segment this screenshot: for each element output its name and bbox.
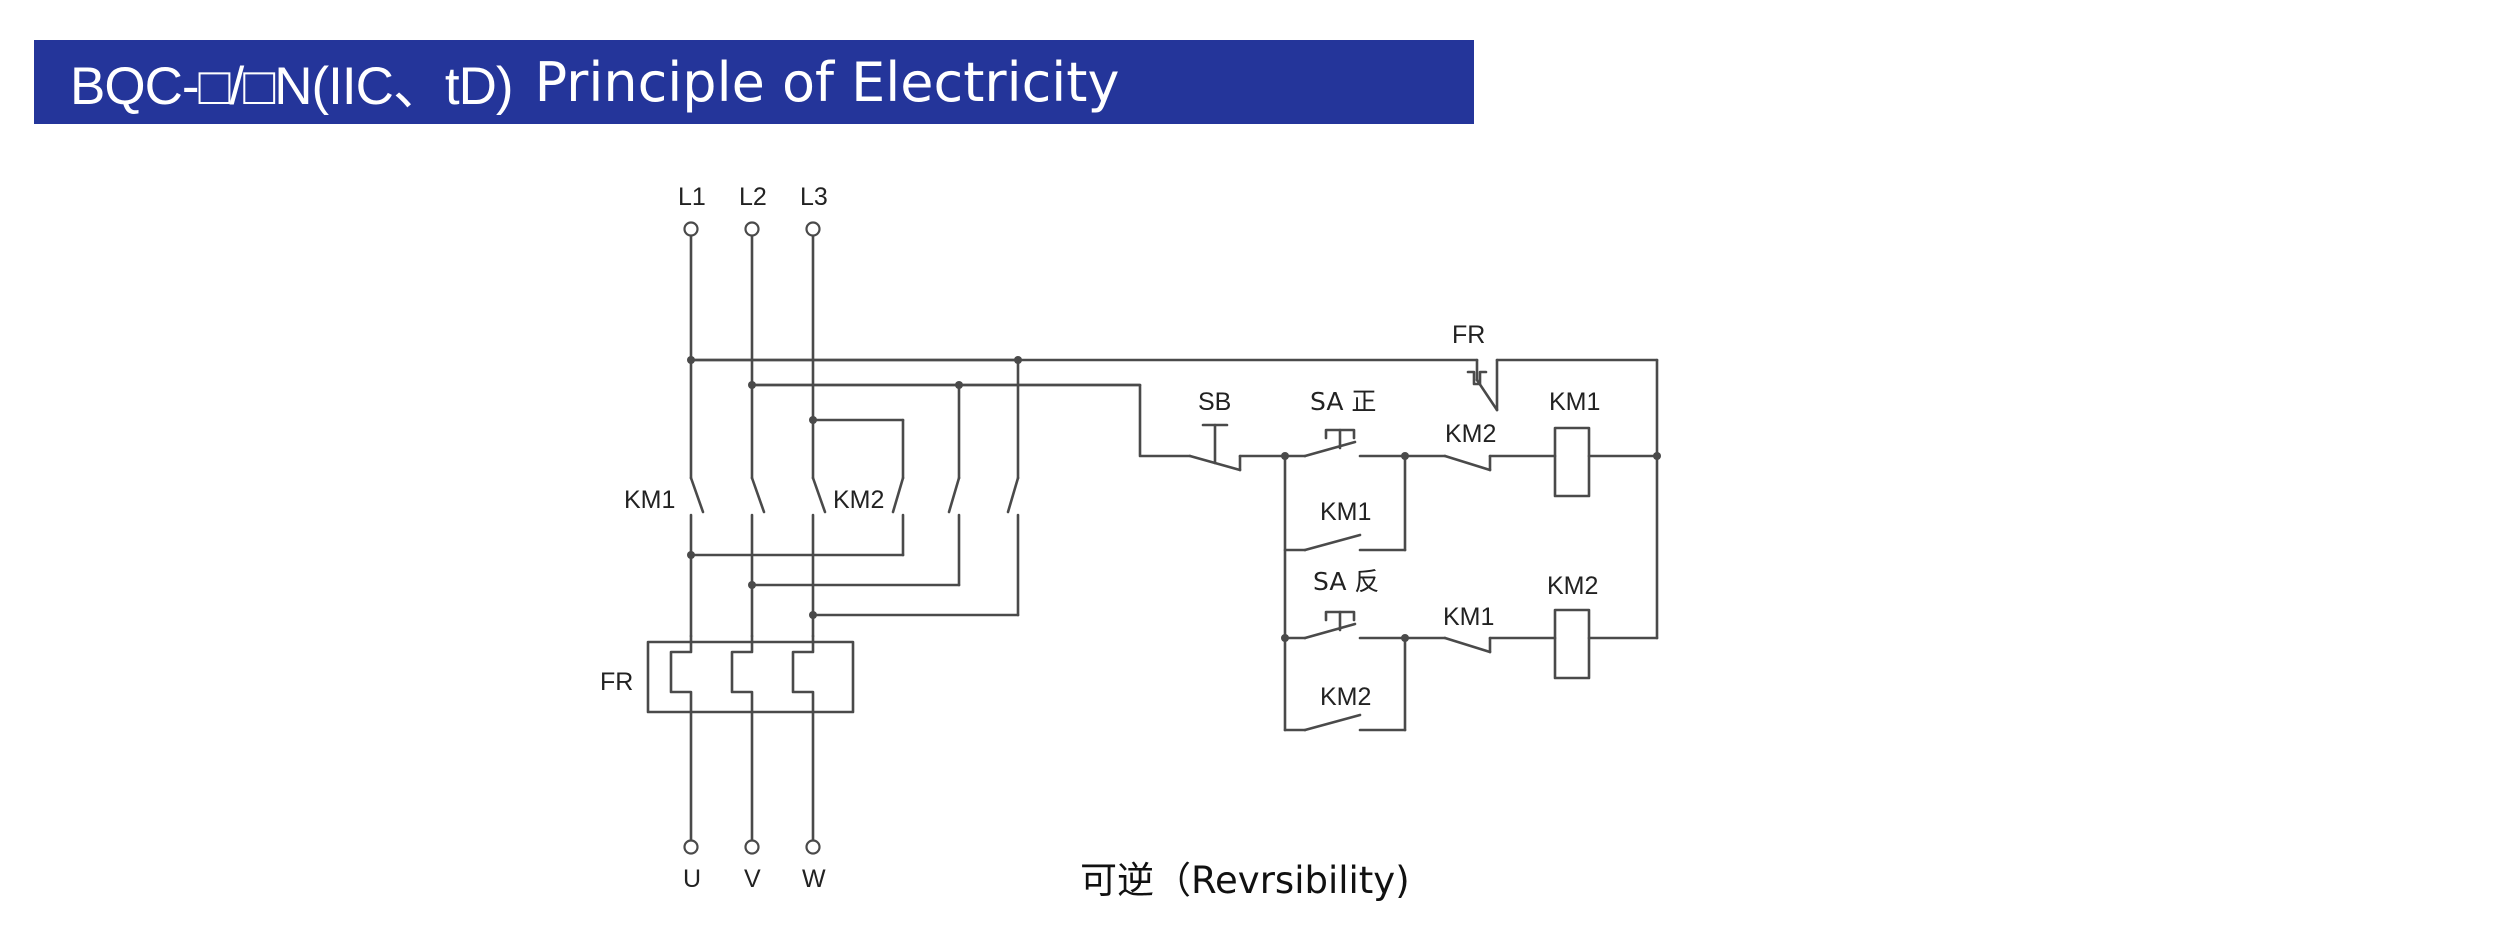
power-circuit (646, 221, 1142, 855)
terminal-v (744, 839, 760, 855)
sb-stop-button (1188, 423, 1242, 472)
fr-thermal-relay (646, 634, 855, 842)
terminal-l2 (744, 221, 760, 237)
label-fr-control: FR (1452, 321, 1485, 349)
label-l3: L3 (800, 183, 828, 211)
label-u: U (683, 865, 701, 893)
title-banner: BQC-□/□N(IIC、tD) Principle of Electricit… (34, 40, 1474, 124)
km1-hold-contact (1283, 454, 1407, 552)
label-sa-reverse: SA 反 (1313, 567, 1379, 596)
km1-interlock-contact (1403, 636, 1557, 654)
diagram-labels: L1 L2 L3 U V W KM1 KM2 FR FR SB SA 正 KM2… (600, 183, 1600, 893)
control-circuit (689, 358, 1661, 732)
label-km1-hold: KM1 (1320, 498, 1371, 526)
sa-reverse-button (1283, 610, 1407, 640)
km2-hold-contact (1283, 636, 1407, 732)
label-w: W (802, 865, 826, 893)
label-km1-main: KM1 (624, 486, 675, 514)
terminal-l1 (683, 221, 699, 237)
label-l1: L1 (678, 183, 706, 211)
label-fr-main: FR (600, 668, 633, 696)
label-km2-coil: KM2 (1547, 572, 1598, 600)
km1-coil (1553, 426, 1591, 498)
label-sb: SB (1198, 388, 1231, 416)
label-km2-main: KM2 (833, 486, 884, 514)
terminal-l3 (805, 221, 821, 237)
label-sa-forward: SA 正 (1310, 387, 1376, 416)
km1-main-contacts (689, 476, 827, 638)
km2-coil (1553, 608, 1591, 680)
title-text: Principle of Electricity (534, 50, 1120, 114)
label-km2-interlock: KM2 (1445, 420, 1496, 448)
label-km2-hold: KM2 (1320, 683, 1371, 711)
diagram-caption: 可逆（Revrsibility) (1080, 859, 1410, 902)
title-model: BQC-□/□N(IIC、tD) (70, 57, 514, 116)
sa-forward-button (1283, 428, 1407, 458)
label-l2: L2 (739, 183, 767, 211)
km2-main-contacts (891, 476, 1020, 617)
label-km1-interlock: KM1 (1443, 603, 1494, 631)
label-km1-coil: KM1 (1549, 388, 1600, 416)
km2-interlock-contact (1403, 454, 1557, 472)
fr-control-contact (1466, 358, 1499, 412)
label-v: V (744, 865, 761, 893)
terminal-w (805, 839, 821, 855)
terminal-u (683, 839, 699, 855)
